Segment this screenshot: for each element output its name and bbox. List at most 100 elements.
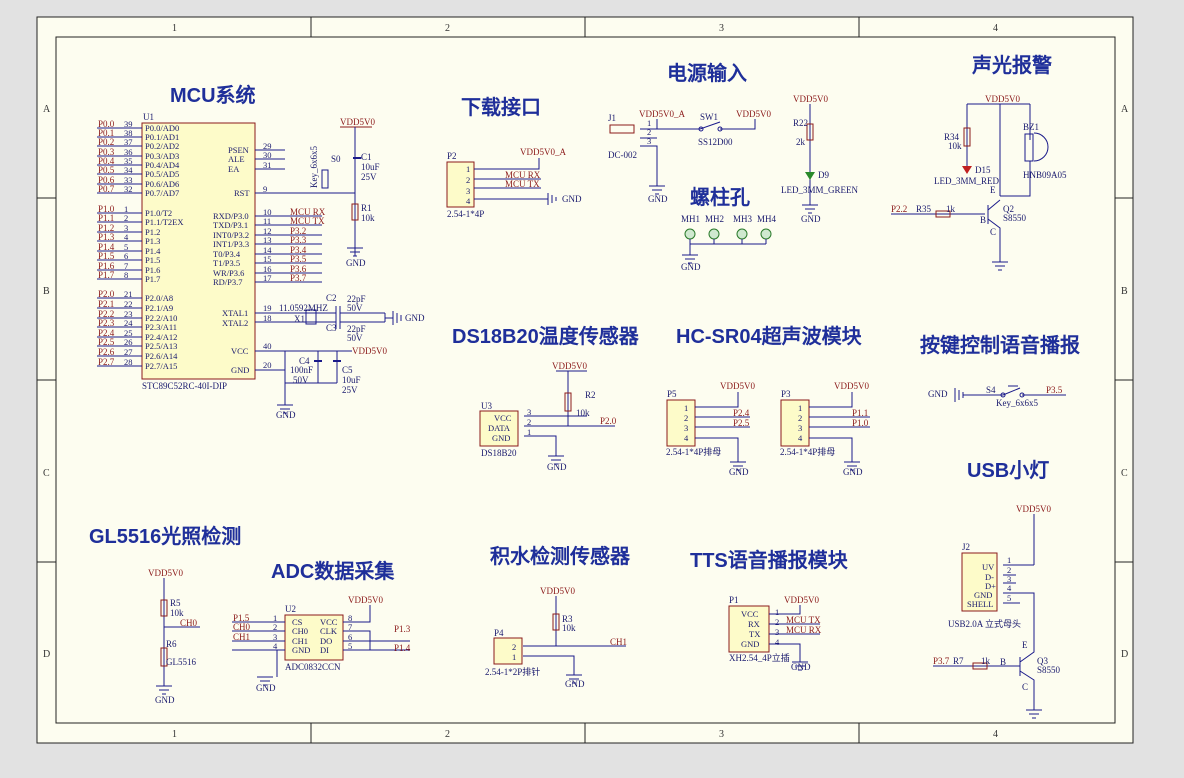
mcu-pinnum-18: 23: [124, 309, 133, 319]
adc-rname-2: DO: [320, 636, 332, 646]
tts-num-1: 1: [775, 607, 779, 617]
u2-adc-chip[interactable]: [284, 614, 344, 661]
p2-pin-4: 4: [466, 196, 471, 206]
mcu-net-21: P2.5: [98, 337, 115, 347]
u3-num-2: 2: [527, 417, 531, 427]
power-block: J1 DC-002 1 2 3 VDD5V0_A GND SW1 SS12D00…: [608, 94, 858, 224]
j2-usb-connector[interactable]: [961, 552, 998, 612]
mh3-hole[interactable]: [736, 228, 748, 240]
mcu-net-12: P1.4: [98, 242, 115, 252]
mcu-net-4: P0.4: [98, 156, 115, 166]
j1-ref: J1: [608, 113, 616, 123]
zone-col-4-bottom: 4: [993, 729, 998, 740]
water-net: CH1: [610, 637, 627, 647]
adc-rnum-2: 6: [348, 632, 352, 642]
adc-rnum-3: 5: [348, 641, 352, 651]
r1-gnd: GND: [346, 258, 366, 268]
r3-resistor[interactable]: [552, 613, 560, 631]
c4-value: 100nF: [290, 365, 313, 375]
p3-vdd: VDD5V0: [834, 381, 869, 391]
mcu-pinname-15: P1.7: [145, 274, 160, 284]
j2-pin-dp: D+: [985, 581, 996, 591]
mh4-hole[interactable]: [760, 228, 772, 240]
title-power: 电源输入: [667, 61, 747, 85]
mcu-net-14: P1.6: [98, 261, 115, 271]
sw1-part: SS12D00: [698, 137, 733, 147]
mcu-pinname-20: P2.4/A12: [145, 332, 177, 342]
p5-ref: P5: [667, 389, 677, 399]
mcu-p3num-1: 11: [263, 216, 271, 226]
title-download: 下载接口: [461, 95, 541, 119]
mh1-hole[interactable]: [684, 228, 696, 240]
usb-net: P3.7: [933, 656, 950, 666]
mcu-p3name-5: T1/P3.5: [213, 258, 240, 268]
mcu-pinnum-9: 2: [124, 213, 128, 223]
alarm-net: P2.2: [891, 204, 907, 214]
mcu-body[interactable]: [141, 122, 256, 380]
ds18b20-net: P2.0: [600, 416, 617, 426]
key-voice-block: GND S4 Key_6x6x5 P3.5: [928, 385, 1066, 408]
power-vdd: VDD5V0: [736, 109, 771, 119]
mcu-net-10: P1.2: [98, 223, 114, 233]
s0-switch[interactable]: [321, 169, 329, 189]
zone-col-2-bottom: 2: [445, 729, 450, 740]
adc-rname-1: CLK: [320, 626, 338, 636]
tts-connector[interactable]: [728, 605, 770, 653]
title-usb-lamp: USB小灯: [967, 459, 1049, 482]
adc-rnum-0: 8: [348, 613, 352, 623]
adc-vdd: VDD5V0: [348, 595, 383, 605]
u3-sensor[interactable]: [479, 410, 519, 447]
j2-num-3: 3: [1007, 574, 1011, 584]
r5-resistor[interactable]: [160, 599, 168, 617]
c1-ref: C1: [361, 152, 372, 162]
mcu-pinnum-0: 39: [124, 119, 133, 129]
screw-gnd: GND: [681, 262, 701, 272]
mcu-p3num-0: 10: [263, 207, 272, 217]
mcu-xtal1-name: XTAL1: [222, 308, 248, 318]
mh2-hole[interactable]: [708, 228, 720, 240]
u3-ref: U3: [481, 401, 492, 411]
s4-part: Key_6x6x5: [996, 398, 1038, 408]
p2-net-tx: MCU TX: [505, 179, 540, 189]
r34-resistor[interactable]: [963, 127, 971, 147]
mcu-net-22: P2.6: [98, 347, 115, 357]
mcu-p3num-5: 15: [263, 254, 272, 264]
r2-value: 10k: [576, 408, 590, 418]
p5-connector[interactable]: [666, 399, 696, 447]
mcu-pinname-1: P0.1/AD1: [145, 132, 179, 142]
p4-connector[interactable]: [493, 637, 523, 665]
r2-resistor[interactable]: [564, 392, 572, 412]
s4-net: P3.5: [1046, 385, 1063, 395]
alarm-block: VDD5V0 R34 10k D15 LED_3MM_RED BZ1 HNB09…: [891, 94, 1067, 271]
title-key-voice: 按键控制语音播报: [920, 333, 1080, 357]
tts-num-2: 2: [775, 617, 779, 627]
j1-jack[interactable]: [609, 124, 635, 134]
p5-pin-4: 4: [684, 433, 689, 443]
r1-resistor[interactable]: [351, 203, 359, 221]
p4-ref: P4: [494, 628, 504, 638]
mcu-xtal2-num: 18: [263, 313, 272, 323]
p2-connector[interactable]: [446, 161, 475, 208]
mcu-pinname-19: P2.3/A11: [145, 322, 177, 332]
p2-net-rx: MCU RX: [505, 170, 541, 180]
r6-photoresistor[interactable]: [160, 647, 168, 667]
r3-ref: R3: [562, 614, 573, 624]
x1-crystal[interactable]: [305, 309, 317, 325]
mcu-net-20: P2.4: [98, 328, 115, 338]
tts-pin-gnd: GND: [741, 639, 759, 649]
title-mcu: MCU系统: [170, 83, 256, 107]
r22-resistor[interactable]: [806, 123, 814, 141]
u3-pin-data: DATA: [488, 423, 511, 433]
mcu-ref: U1: [143, 112, 154, 122]
p3-connector[interactable]: [780, 399, 810, 447]
mcu-net-18: P2.2: [98, 309, 114, 319]
mcu-net-9: P1.1: [98, 213, 114, 223]
mcu-pinnum-6: 33: [124, 175, 133, 185]
mcu-net-1: P0.1: [98, 128, 114, 138]
p2-part: 2.54-1*4P: [447, 209, 484, 219]
mcu-pinnum-2: 37: [124, 137, 133, 147]
u3-pin-vcc: VCC: [494, 413, 512, 423]
bz1-buzzer[interactable]: [1024, 133, 1034, 162]
mcu-net-13: P1.5: [98, 251, 115, 261]
